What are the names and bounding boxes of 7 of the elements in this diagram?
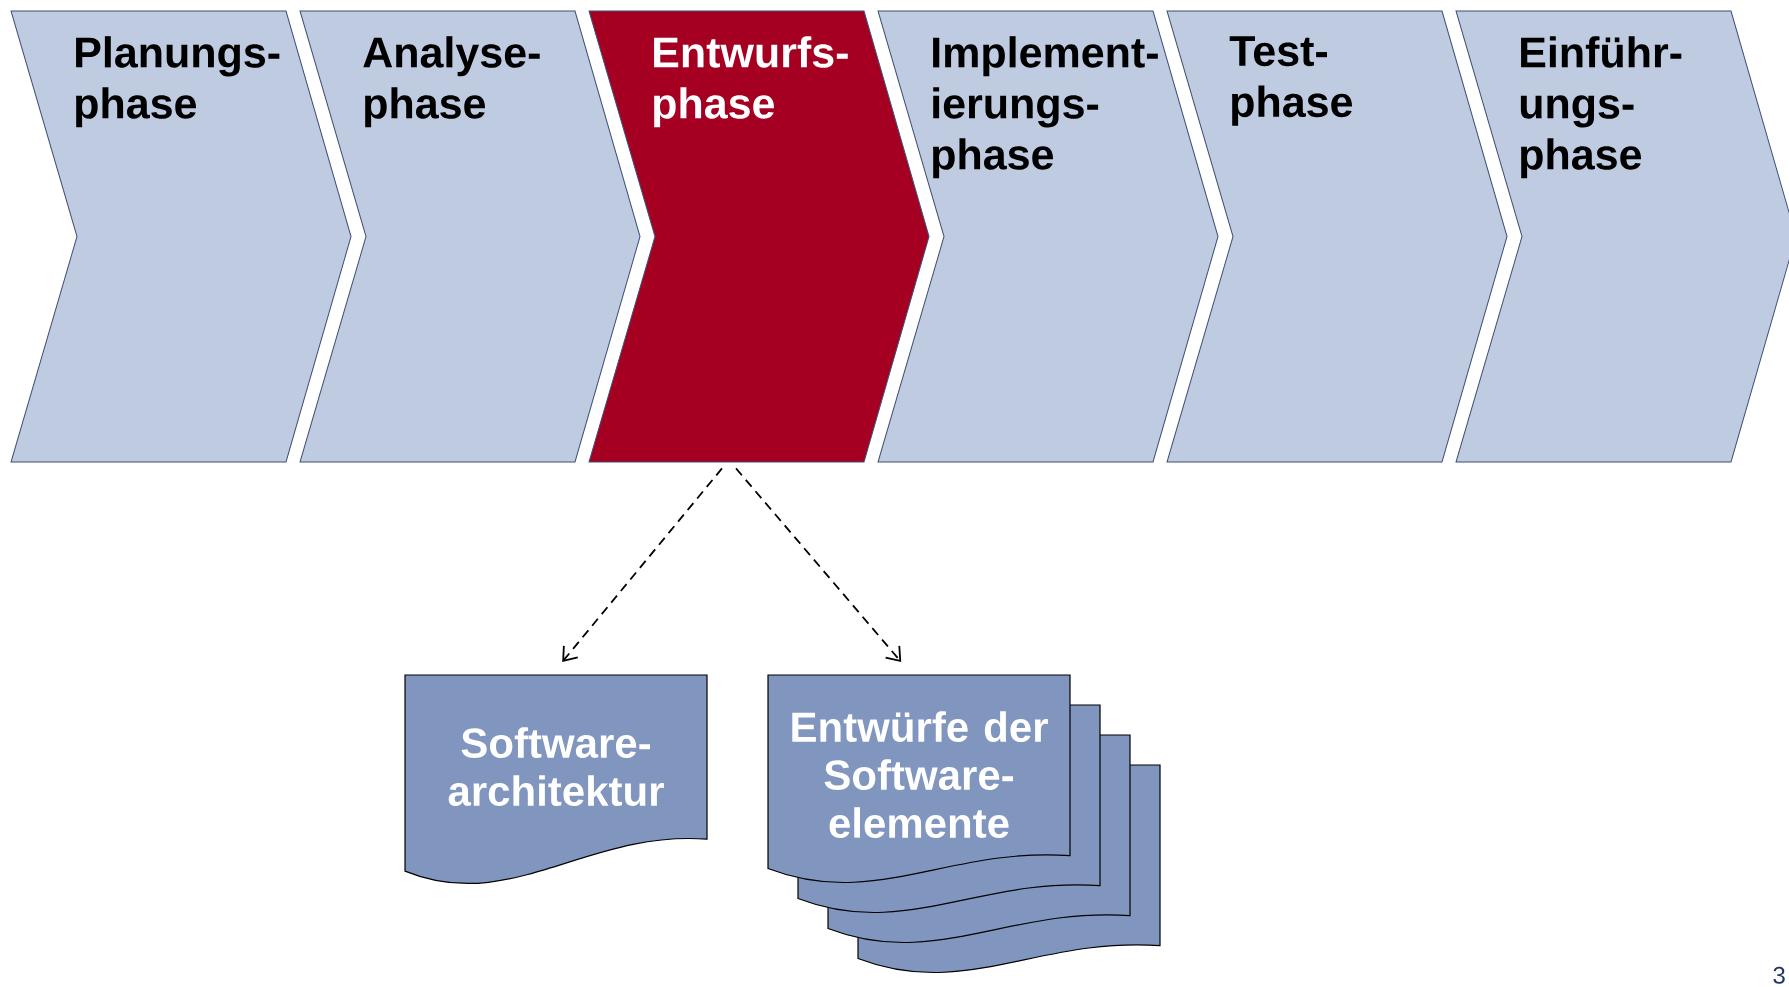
node-label: Software- elemente <box>824 759 1014 839</box>
document-stack: Entwürfe der Software- elemente <box>767 674 1161 974</box>
node-label: Entwürfe der <box>792 711 1048 743</box>
arrow <box>735 467 902 662</box>
arrow <box>562 467 723 662</box>
node-label: Einführ- ungs- phase <box>1520 36 1682 179</box>
page-number: 3 <box>1773 966 1785 984</box>
